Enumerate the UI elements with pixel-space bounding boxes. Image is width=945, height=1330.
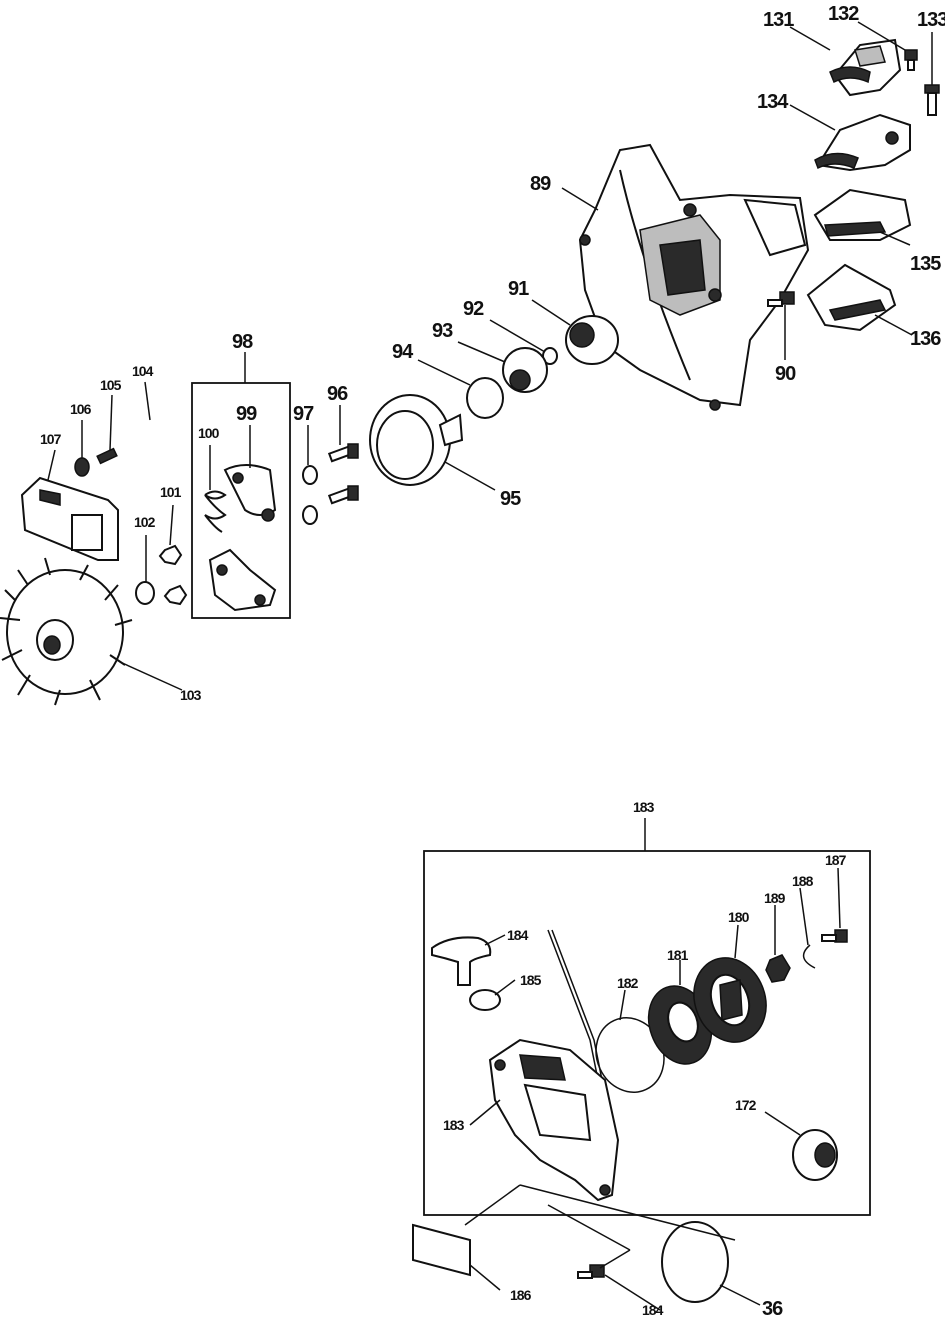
part-90-screw <box>767 291 795 307</box>
label-105: 105 <box>100 377 122 393</box>
part-102-washer <box>135 581 155 605</box>
label-107: 107 <box>40 431 62 447</box>
starter-assembly-box <box>423 850 871 1216</box>
label-102: 102 <box>134 514 156 530</box>
part-134-handle-housing <box>814 113 911 172</box>
label-s181: 181 <box>667 947 689 963</box>
label-s185: 185 <box>520 972 542 988</box>
part-99-clutch-shoe <box>223 464 277 522</box>
cover-disc <box>661 1221 729 1303</box>
starter-screw <box>821 929 848 943</box>
part-103-flywheel <box>0 557 133 706</box>
part-94-snap-ring <box>466 377 504 419</box>
label-93: 93 <box>432 320 453 342</box>
part-clutch-hub <box>208 548 277 612</box>
label-s183-top: 183 <box>633 799 655 815</box>
label-s189: 189 <box>764 890 786 906</box>
label-91: 91 <box>508 278 529 300</box>
decal-label <box>412 1223 471 1277</box>
label-135: 135 <box>910 253 941 275</box>
label-89: 89 <box>530 173 551 195</box>
label-98: 98 <box>232 331 253 353</box>
label-101: 101 <box>160 484 182 500</box>
label-96: 96 <box>327 383 348 405</box>
part-107-fuel-tank <box>20 476 119 561</box>
label-95: 95 <box>500 488 521 510</box>
part-133-bolt <box>924 84 940 116</box>
part-97-washers <box>302 465 318 525</box>
label-s184-handle: 184 <box>507 927 529 943</box>
label-s172: 172 <box>735 1097 757 1113</box>
starter-housing <box>488 1038 620 1202</box>
label-99: 99 <box>236 403 257 425</box>
lower-leader-lines <box>464 867 841 1311</box>
part-91-oil-seal <box>565 315 619 365</box>
starter-handle <box>431 936 492 986</box>
label-94: 94 <box>392 341 414 363</box>
label-s184-screw: 184 <box>642 1302 664 1318</box>
label-132: 132 <box>828 3 859 25</box>
lower-part-labels: 183 184 185 182 181 180 189 188 187 172 … <box>443 799 848 1320</box>
label-133: 133 <box>917 9 945 31</box>
starter-cap <box>792 1129 838 1181</box>
label-103: 103 <box>180 687 202 703</box>
label-s188: 188 <box>792 873 814 889</box>
part-132-screw <box>904 49 918 71</box>
label-s186: 186 <box>510 1287 532 1303</box>
part-106-grommet <box>74 457 90 477</box>
part-105-fitting <box>96 447 118 465</box>
part-104-fuel-hose <box>106 420 152 496</box>
rope-pulley <box>693 957 767 1043</box>
part-89-crankcase-housing <box>578 143 810 411</box>
handle-insert <box>469 989 501 1011</box>
label-s36: 36 <box>762 1298 783 1320</box>
part-136-cover-plate <box>806 263 897 332</box>
part-101-nut <box>158 544 188 606</box>
upper-leader-lines <box>47 21 933 691</box>
part-100-spring <box>204 490 227 533</box>
pulley-nut <box>765 954 791 983</box>
part-135-bracket <box>813 188 912 241</box>
label-s187: 187 <box>825 852 847 868</box>
label-106: 106 <box>70 401 92 417</box>
label-s182: 182 <box>617 975 639 991</box>
label-134: 134 <box>757 91 789 113</box>
upper-part-labels: 131 132 133 134 135 136 89 90 91 92 93 9… <box>40 3 945 703</box>
label-s180: 180 <box>728 909 750 925</box>
label-92: 92 <box>463 298 484 320</box>
label-90: 90 <box>775 363 796 385</box>
part-96-shoulder-bolts <box>327 443 359 505</box>
label-97: 97 <box>293 403 314 425</box>
label-104: 104 <box>132 363 154 379</box>
spring-clip <box>802 944 816 969</box>
part-95-clutch-drum <box>369 394 464 486</box>
label-100: 100 <box>198 425 220 441</box>
part-131-handle-cover <box>829 38 902 97</box>
label-136: 136 <box>910 328 941 350</box>
part-93-bearing <box>502 347 548 393</box>
label-131: 131 <box>763 9 794 31</box>
label-s183-housing: 183 <box>443 1117 465 1133</box>
part-98-clutch-kit-box <box>191 382 291 619</box>
mounting-screw <box>577 1264 605 1279</box>
